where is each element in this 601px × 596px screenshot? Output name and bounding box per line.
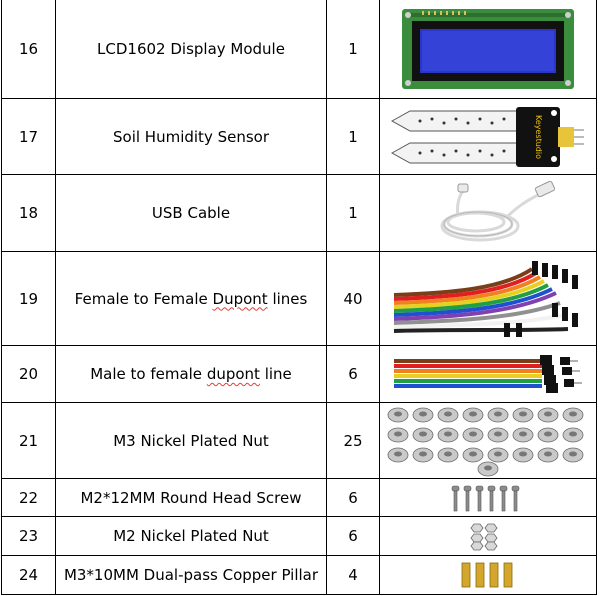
nut-glyph bbox=[512, 427, 534, 442]
nut-glyph bbox=[462, 407, 484, 422]
usb-cable-image bbox=[440, 180, 556, 242]
nut-glyph bbox=[477, 461, 499, 476]
nut-glyph bbox=[562, 427, 584, 442]
nut-glyph bbox=[412, 447, 434, 462]
nut-glyph bbox=[437, 407, 459, 422]
part-image-cell: Keyestudio bbox=[379, 98, 597, 175]
part-quantity: 6 bbox=[326, 478, 380, 517]
part-image-cell bbox=[379, 402, 597, 479]
part-name: M3*10MM Dual-pass Copper Pillar bbox=[55, 555, 327, 595]
row-number: 20 bbox=[1, 345, 56, 403]
table-row: 20 Male to female dupont line 6 bbox=[1, 345, 597, 403]
part-quantity: 25 bbox=[326, 402, 380, 479]
part-name: M3 Nickel Plated Nut bbox=[55, 402, 327, 479]
row-number: 22 bbox=[1, 478, 56, 517]
nut-glyph bbox=[412, 407, 434, 422]
row-number: 16 bbox=[1, 0, 56, 99]
nut-glyph bbox=[387, 427, 409, 442]
part-image-cell bbox=[379, 516, 597, 556]
nut-glyph bbox=[487, 447, 509, 462]
part-name: USB Cable bbox=[55, 174, 327, 252]
part-quantity: 1 bbox=[326, 0, 380, 99]
nut-glyph bbox=[462, 447, 484, 462]
nut-glyph bbox=[537, 447, 559, 462]
part-name-start: Male to female bbox=[90, 365, 207, 383]
soil-humidity-sensor-image: Keyestudio bbox=[390, 106, 584, 167]
part-name-marked-word: Dupont bbox=[212, 289, 268, 308]
nut-glyph bbox=[537, 427, 559, 442]
part-image-cell bbox=[379, 0, 597, 99]
nut-glyph bbox=[387, 447, 409, 462]
nut-glyph bbox=[387, 407, 409, 422]
part-image-cell bbox=[379, 478, 597, 517]
female-female-dupont-lines-image bbox=[393, 260, 578, 337]
table-row: 17 Soil Humidity Sensor 1 Keyestudio bbox=[1, 98, 597, 175]
nut-glyph bbox=[562, 447, 584, 462]
part-name: Soil Humidity Sensor bbox=[55, 98, 327, 175]
male-female-dupont-lines-image bbox=[394, 355, 582, 393]
table-row: 18 USB Cable 1 bbox=[1, 174, 597, 252]
m3-nuts-image bbox=[387, 407, 584, 476]
part-name: M2 Nickel Plated Nut bbox=[55, 516, 327, 556]
part-quantity: 1 bbox=[326, 98, 380, 175]
part-quantity: 6 bbox=[326, 516, 380, 556]
row-number: 24 bbox=[1, 555, 56, 595]
part-image-cell bbox=[379, 345, 597, 403]
part-name-end: lines bbox=[267, 289, 308, 308]
part-image-cell bbox=[379, 555, 597, 595]
table-row: 22 M2*12MM Round Head Screw 6 bbox=[1, 478, 597, 517]
nut-glyph bbox=[437, 447, 459, 462]
nut-glyph bbox=[512, 447, 534, 462]
nut-glyph bbox=[462, 427, 484, 442]
nut-glyph bbox=[512, 407, 534, 422]
part-name: LCD1602 Display Module bbox=[55, 0, 327, 99]
part-name: Female to Female Dupont lines bbox=[55, 251, 327, 346]
row-number: 17 bbox=[1, 98, 56, 175]
nut-glyph bbox=[537, 407, 559, 422]
part-quantity: 1 bbox=[326, 174, 380, 252]
nut-glyph bbox=[412, 427, 434, 442]
row-number: 23 bbox=[1, 516, 56, 556]
part-name: Male to female dupont line bbox=[55, 345, 327, 403]
row-number: 18 bbox=[1, 174, 56, 252]
part-quantity: 40 bbox=[326, 251, 380, 346]
part-name-marked-word: dupont bbox=[206, 365, 260, 383]
part-quantity: 4 bbox=[326, 555, 380, 595]
m2-screws-image bbox=[451, 485, 520, 511]
part-quantity: 6 bbox=[326, 345, 380, 403]
nut-glyph bbox=[487, 407, 509, 422]
row-number: 21 bbox=[1, 402, 56, 479]
table-row: 19 Female to Female Dupont lines 40 bbox=[1, 251, 597, 346]
copper-pillars-image bbox=[461, 562, 513, 588]
row-number: 19 bbox=[1, 251, 56, 346]
nut-glyph bbox=[437, 427, 459, 442]
part-name-start: Female to Female bbox=[74, 289, 213, 308]
table-row: 21 M3 Nickel Plated Nut 25 bbox=[1, 402, 597, 479]
part-image-cell bbox=[379, 174, 597, 252]
part-name-end: line bbox=[259, 365, 292, 383]
table-row: 24 M3*10MM Dual-pass Copper Pillar 4 bbox=[1, 555, 597, 595]
nut-glyph bbox=[487, 427, 509, 442]
nut-glyph bbox=[562, 407, 584, 422]
part-image-cell bbox=[379, 251, 597, 346]
sensor-brand-label: Keyestudio bbox=[534, 115, 543, 159]
lcd1602-module-image bbox=[402, 9, 574, 89]
part-name: M2*12MM Round Head Screw bbox=[55, 478, 327, 517]
table-row: 16 LCD1602 Display Module 1 bbox=[1, 0, 597, 99]
m2-nuts-image bbox=[470, 523, 498, 551]
table-row: 23 M2 Nickel Plated Nut 6 bbox=[1, 516, 597, 556]
